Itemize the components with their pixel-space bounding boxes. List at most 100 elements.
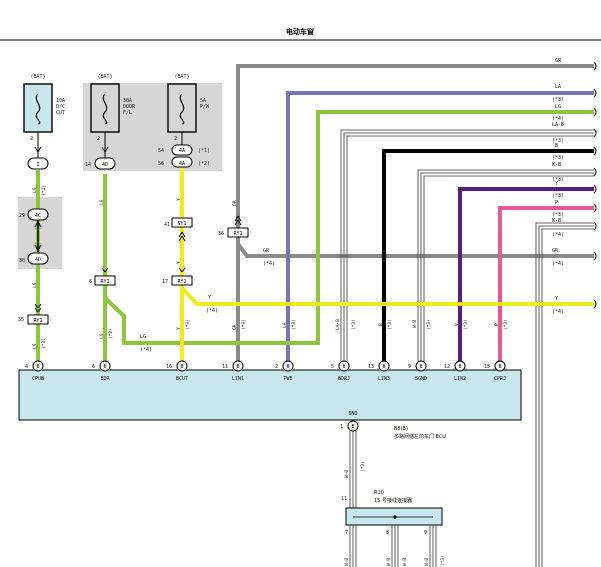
svg-text:CUT: CUT — [56, 110, 65, 116]
svg-text:CPRJ: CPRJ — [494, 376, 506, 382]
svg-text:8: 8 — [386, 530, 389, 536]
svg-text:LG: LG — [99, 199, 105, 205]
ry1-connector-b: 6 RY1 — [89, 267, 116, 286]
svg-text:BCUT: BCUT — [176, 376, 188, 382]
svg-text:W-B: W-B — [386, 558, 392, 566]
svg-text:Y: Y — [208, 295, 211, 301]
svg-text:B8(B): B8(B) — [394, 426, 408, 432]
svg-text:P/W: P/W — [200, 104, 210, 110]
svg-text:NY1: NY1 — [177, 221, 186, 227]
svg-text:多路网络左前车门 ECU: 多路网络左前车门 ECU — [394, 433, 446, 440]
svg-text:P: P — [494, 323, 500, 326]
svg-text:PWE: PWE — [283, 376, 292, 382]
svg-text:W-B: W-B — [552, 162, 561, 168]
svg-text:16: 16 — [166, 364, 172, 370]
svg-text:(*3): (*3) — [241, 319, 247, 330]
svg-text:RY1: RY1 — [233, 231, 242, 237]
svg-text:(*3): (*3) — [552, 155, 564, 161]
svg-text:B: B — [498, 364, 501, 370]
svg-text:4D: 4D — [35, 257, 41, 263]
svg-text:Y: Y — [176, 198, 182, 201]
svg-text:Y: Y — [555, 296, 558, 302]
ry1-connector-c: 17 RY1 — [162, 267, 193, 286]
svg-text:LIN1: LIN1 — [232, 376, 244, 382]
svg-text:4D: 4D — [102, 162, 108, 168]
ecu-gnd: GND 1 B B8(B) 多路网络左前车门 ECU — [340, 411, 446, 440]
svg-text:(*3): (*3) — [503, 319, 509, 330]
svg-text:4C: 4C — [35, 213, 41, 219]
svg-text:RY1: RY1 — [100, 279, 109, 285]
svg-text:(BAT): (BAT) — [30, 74, 45, 80]
svg-text:B: B — [555, 143, 558, 149]
junction-4c-4d: 29 4C 30 4D — [19, 208, 49, 265]
svg-text:(*3): (*3) — [360, 461, 366, 472]
svg-text:30A: 30A — [123, 98, 132, 104]
svg-text:54: 54 — [158, 148, 164, 154]
svg-text:LIN2: LIN2 — [454, 376, 466, 382]
svg-text:RY1: RY1 — [177, 279, 186, 285]
svg-text:15 号接线连接器: 15 号接线连接器 — [374, 497, 412, 504]
page-title: 电动车窗 — [286, 27, 314, 36]
svg-text:5A: 5A — [200, 98, 206, 104]
svg-text:1: 1 — [340, 424, 343, 430]
svg-text:F/L: F/L — [123, 110, 132, 116]
svg-text:W-B: W-B — [552, 218, 561, 224]
wire-p — [498, 206, 594, 362]
svg-text:(*1): (*1) — [198, 148, 210, 154]
svg-text:GND: GND — [348, 411, 357, 417]
svg-text:(*3): (*3) — [185, 319, 191, 330]
svg-text:B: B — [180, 364, 183, 370]
svg-text:B: B — [378, 323, 384, 326]
svg-text:(*2): (*2) — [198, 161, 210, 167]
svg-text:(*3): (*3) — [552, 212, 564, 218]
wire-b — [382, 149, 594, 362]
svg-text:(*3): (*3) — [463, 319, 469, 330]
wire-w-b-lower — [535, 222, 594, 567]
svg-text:9: 9 — [424, 530, 427, 536]
svg-text:(*3): (*3) — [426, 319, 432, 330]
svg-text:W-B: W-B — [344, 558, 350, 566]
svg-text:LG: LG — [32, 187, 38, 193]
fuse-3: (BAT) 5A P/W 2 — [167, 74, 210, 142]
svg-text:GR: GR — [555, 58, 562, 64]
svg-text:GR: GR — [263, 248, 270, 254]
svg-text:(*3): (*3) — [351, 319, 357, 330]
mid-labels: GR (*4) Y (*4) LG (*4) LG (*4) LG LG (*3… — [32, 185, 275, 353]
svg-text:SGND: SGND — [415, 376, 427, 382]
svg-text:(*4): (*4) — [140, 347, 152, 353]
svg-text:2: 2 — [97, 136, 100, 142]
svg-text:11: 11 — [222, 364, 228, 370]
svg-text:LG: LG — [99, 333, 105, 339]
wire-w-b — [417, 169, 594, 362]
svg-text:30: 30 — [19, 258, 25, 264]
svg-text:LIN3: LIN3 — [378, 376, 390, 382]
svg-text:9: 9 — [408, 364, 411, 370]
svg-text:(*3): (*3) — [552, 193, 564, 199]
svg-text:GR: GR — [232, 324, 238, 330]
svg-text:2: 2 — [30, 136, 33, 142]
connector-i: I — [27, 146, 49, 170]
svg-text:(*3): (*3) — [291, 319, 297, 330]
svg-text:(*4): (*4) — [263, 261, 275, 267]
svg-text:W-B: W-B — [344, 470, 350, 478]
svg-text:BDRJ: BDRJ — [338, 376, 350, 382]
svg-text:15: 15 — [484, 364, 490, 370]
svg-text:Y: Y — [555, 181, 558, 187]
svg-text:(*3): (*3) — [41, 338, 47, 349]
svg-text:B: B — [342, 364, 345, 370]
r10-bottom-labels: W-B W-B W-B W-B (*3) — [344, 555, 446, 566]
svg-text:(*3): (*3) — [387, 319, 393, 330]
ecu-pins: 4 B CPUB 6 B BDR 16 B BCUT 11 B LIN1 2 B… — [25, 360, 506, 382]
fuse-2: (BAT) 30A DOOR F/L 2 — [90, 74, 136, 142]
svg-text:2: 2 — [275, 364, 278, 370]
svg-text:LG: LG — [140, 334, 146, 340]
ry1-connector-d: 36 RY1 — [218, 215, 249, 238]
svg-text:36: 36 — [218, 231, 224, 237]
svg-text:(*3): (*3) — [552, 97, 564, 103]
svg-text:B: B — [236, 364, 239, 370]
svg-text:(BAT): (BAT) — [174, 74, 189, 80]
svg-text:12: 12 — [444, 364, 450, 370]
svg-text:B: B — [286, 364, 289, 370]
continuation-marks — [593, 61, 597, 309]
ry1-connector-a: 35 RY1 — [18, 303, 49, 325]
